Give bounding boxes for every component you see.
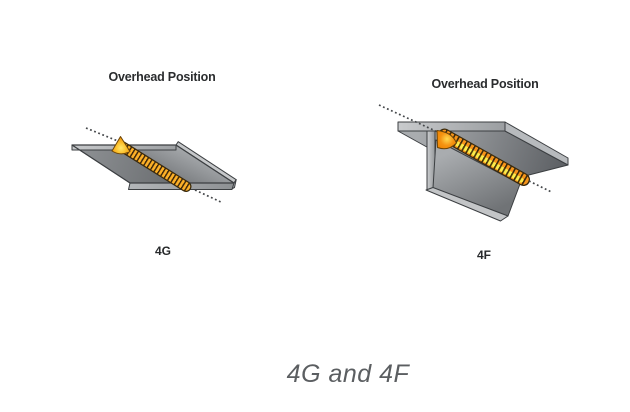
- position-label-4f: 4F: [476, 248, 491, 262]
- weld-axis-dashed-line-bottom-4g: [194, 189, 223, 204]
- top-plate-front-edge-4f: [397, 121, 506, 132]
- figure-caption: 4G and 4F: [286, 360, 410, 388]
- weld-diagram-4g: [71, 127, 237, 204]
- plate-outline-4g: [71, 144, 235, 184]
- weld-start-triangle-4g: [111, 136, 131, 155]
- weld-bead-4g: [117, 142, 191, 191]
- weld-diagram-4f: [378, 104, 569, 222]
- vertical-plate-bottom-edge-4f: [425, 187, 509, 222]
- overhead-title-4g: Overhead Position: [108, 70, 216, 84]
- weld-axis-dashed-line-top-4g: [85, 127, 120, 143]
- weld-bead-center-4f: [444, 135, 524, 183]
- overhead-title-4f: Overhead Position: [431, 77, 539, 91]
- weld-axis-dashed-line-bottom-4f: [528, 180, 553, 194]
- weld-start-blob-4f: [436, 130, 457, 150]
- top-plate-right-edge-4f: [504, 121, 569, 166]
- position-label-4g: 4G: [154, 244, 171, 258]
